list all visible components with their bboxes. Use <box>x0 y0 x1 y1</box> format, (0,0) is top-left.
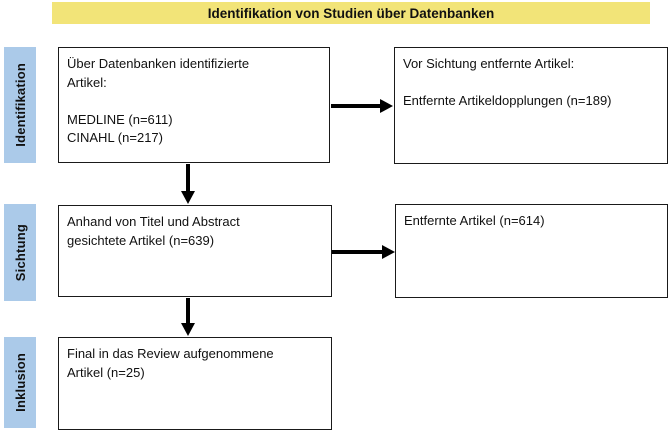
box-removed-before-screening: Vor Sichtung entfernte Artikel: Entfernt… <box>394 47 668 164</box>
box-screened-articles: Anhand von Titel und Abstract gesichtete… <box>58 205 332 297</box>
box-screened-articles-text: Anhand von Titel und Abstract gesichtete… <box>67 214 240 248</box>
arrow-shaft <box>332 250 383 254</box>
box-excluded-articles-text: Entfernte Artikel (n=614) <box>404 213 545 228</box>
box-identified-articles-text: Über Datenbanken identifizierte Artikel:… <box>67 56 250 145</box>
stage-label-inklusion-text: Inklusion <box>12 353 28 412</box>
box-included-articles-text: Final in das Review aufgenommene Artikel… <box>67 346 274 380</box>
stage-label-sichtung: Sichtung <box>4 204 36 301</box>
arrow-head-down-icon <box>181 191 195 204</box>
box-identified-articles: Über Datenbanken identifizierte Artikel:… <box>58 47 330 163</box>
stage-label-identifikation-text: Identifikation <box>12 63 28 147</box>
arrow-shaft <box>186 298 190 324</box>
diagram-title-banner: Identifikation von Studien über Datenban… <box>52 2 650 24</box>
arrow-screened-to-excluded <box>332 245 395 259</box>
arrow-head-right-icon <box>382 245 395 259</box>
stage-label-inklusion: Inklusion <box>4 337 36 428</box>
diagram-title: Identifikation von Studien über Datenban… <box>207 5 495 21</box>
arrow-identified-to-screened <box>181 164 195 204</box>
arrow-shaft <box>331 104 381 108</box>
stage-label-sichtung-text: Sichtung <box>12 223 28 282</box>
arrow-identified-to-duplicates <box>331 99 393 113</box>
arrow-head-right-icon <box>380 99 393 113</box>
box-excluded-articles: Entfernte Artikel (n=614) <box>395 204 668 298</box>
stage-label-identifikation: Identifikation <box>4 47 36 163</box>
arrow-head-down-icon <box>181 323 195 336</box>
arrow-shaft <box>186 164 190 192</box>
arrow-screened-to-included <box>181 298 195 336</box>
box-removed-before-screening-text: Vor Sichtung entfernte Artikel: Entfernt… <box>403 56 612 108</box>
box-included-articles: Final in das Review aufgenommene Artikel… <box>58 337 332 430</box>
